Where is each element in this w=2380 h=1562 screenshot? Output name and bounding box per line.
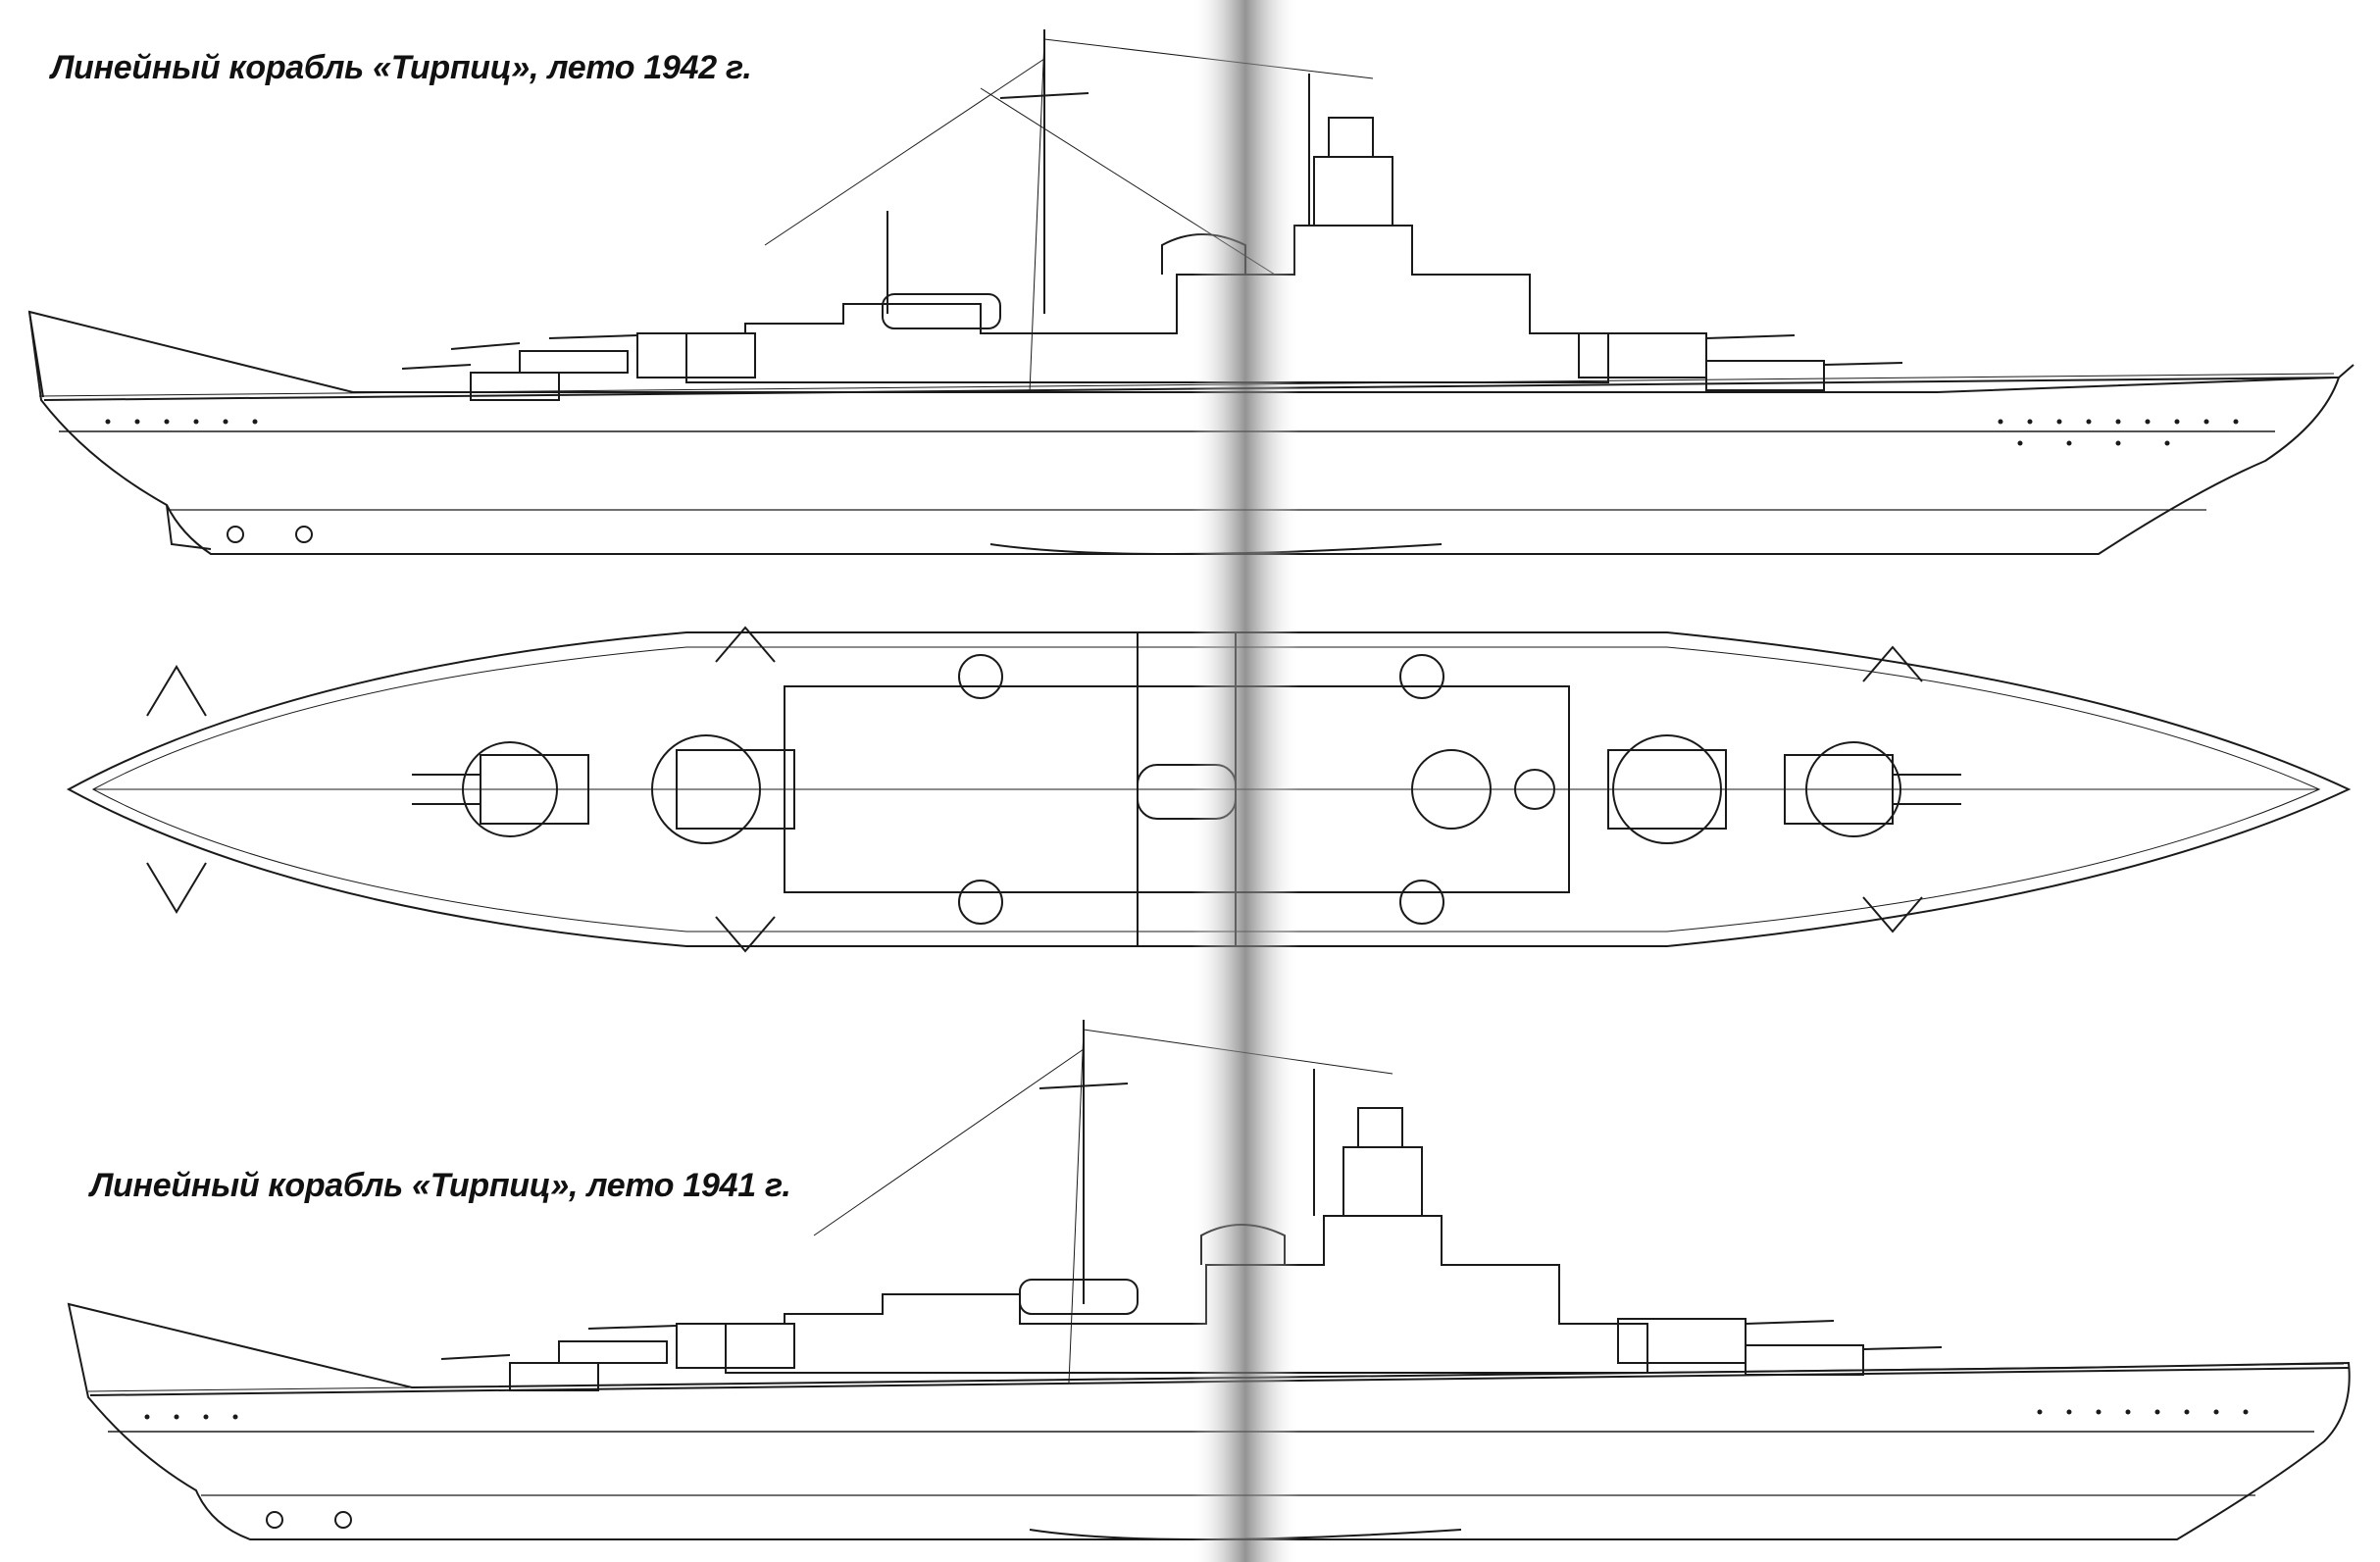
hull-1942	[27, 310, 2341, 555]
plan-view	[66, 626, 2352, 953]
caption-summer-1942: Линейный корабль «Тирпиц», лето 1942 г.	[51, 49, 752, 86]
book-gutter-shadow	[1191, 0, 1299, 1562]
main-turrets-1941	[440, 1318, 1943, 1391]
plan-hull-outline	[66, 631, 2352, 947]
side-profile-1942	[27, 29, 2355, 555]
caption-summer-1941: Линейный корабль «Тирпиц», лето 1941 г.	[90, 1167, 791, 1204]
plan-turrets	[412, 734, 1961, 844]
main-turrets-1942	[401, 332, 1903, 401]
hull-1941	[67, 1302, 2351, 1540]
